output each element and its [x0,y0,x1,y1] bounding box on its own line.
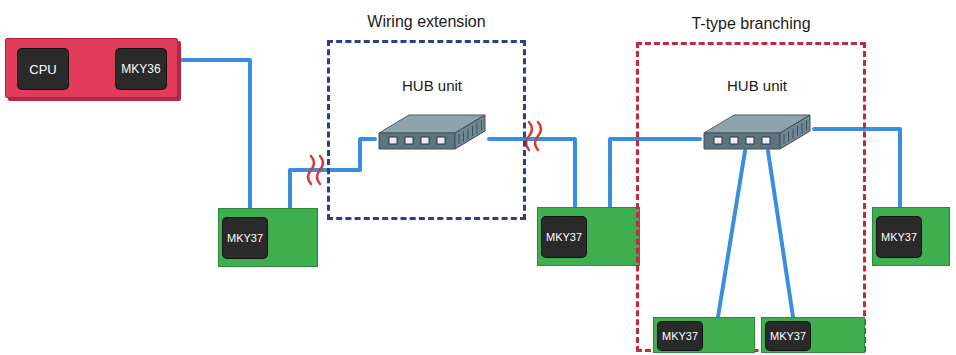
chip-label: MKY37 [223,218,267,258]
chip-label: MKY37 [766,322,810,350]
cable [610,139,700,207]
slave-board: MKY37 [537,207,640,266]
hub-port [389,137,397,144]
chip-label: CPU [18,49,68,89]
cable [178,60,250,208]
hub-fin [788,131,789,141]
hub-icon [700,99,814,151]
region-heading: T-type branching [639,15,863,33]
hub-fin [793,129,794,139]
hub-port [762,137,770,144]
hub-face [455,115,485,149]
hub-fin [472,126,473,136]
chip-label: MKY37 [877,217,921,257]
hub-face [379,133,455,149]
slave-board: MKY37 [872,207,950,266]
cable [768,151,793,317]
hub-port [421,137,429,144]
cable [718,151,745,317]
slave-board: MKY37 [653,317,755,353]
chip-label: MKY37 [542,217,586,257]
hub-port [730,137,738,144]
wire-break [317,156,323,184]
hub-face [704,133,780,149]
wire-break [535,122,541,150]
hub-fin [806,121,807,131]
hub-fin [468,129,469,139]
slave-board: MKY37 [761,317,865,353]
hub-label: HUB unit [700,77,814,94]
hub-fin [463,131,464,141]
cable [489,139,575,207]
region-heading: Wiring extension [330,13,523,31]
cable [814,129,900,207]
wire-break [526,122,532,150]
hub-fin [477,123,478,133]
hub-unit: HUB unit [375,77,489,151]
chip-label: MKY36 [116,49,166,89]
hub-label: HUB unit [375,77,489,94]
hub-port [746,137,754,144]
hub-port [714,137,722,144]
slave-board: MKY37 [218,208,318,267]
hub-fin [802,123,803,133]
hub-fin [481,121,482,131]
hub-unit: HUB unit [700,77,814,151]
hub-fin [784,134,785,144]
hub-fin [797,126,798,136]
hub-port [437,137,445,144]
wire-break [308,156,314,184]
cpu-board: CPU MKY36 [5,38,178,98]
chip-label: MKY37 [658,322,702,350]
dashed-region: Wiring extensionHUB unit [327,40,526,220]
hub-face [780,115,810,149]
dashed-region: T-type branchingHUB unitMKY37MKY37 [636,42,866,352]
hub-port [405,137,413,144]
hub-icon [375,99,489,151]
cable [290,139,375,208]
hub-fin [459,134,460,144]
